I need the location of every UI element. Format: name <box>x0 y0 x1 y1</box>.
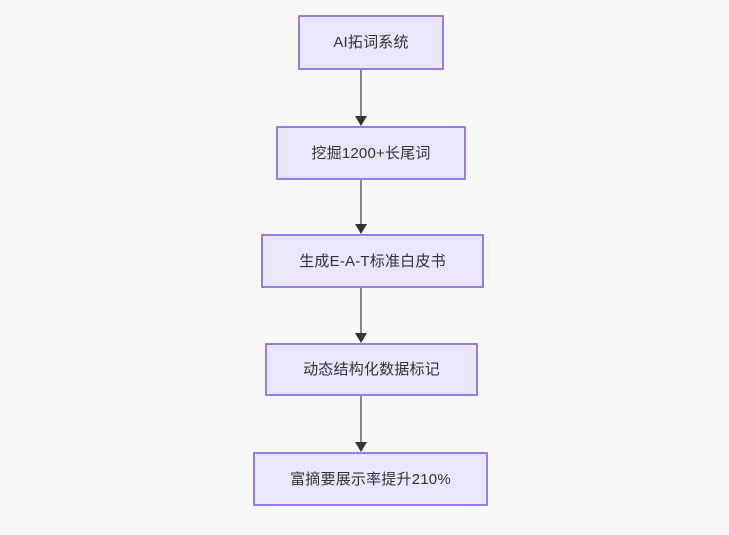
flowchart-node-label: 动态结构化数据标记 <box>303 361 440 378</box>
flowchart-node[interactable]: 动态结构化数据标记 <box>265 343 478 396</box>
flowchart-node-label: 挖掘1200+长尾词 <box>311 144 431 162</box>
connector-arrow <box>351 396 371 452</box>
arrowhead-icon <box>355 116 367 126</box>
flowchart-node[interactable]: 挖掘1200+长尾词 <box>276 126 466 180</box>
connector-arrow <box>351 288 371 343</box>
flowchart-node[interactable]: 富摘要展示率提升210% <box>253 452 488 506</box>
connector-arrow <box>351 70 371 126</box>
arrowhead-icon <box>355 224 367 234</box>
arrowhead-icon <box>355 442 367 452</box>
arrowhead-icon <box>355 333 367 343</box>
flowchart-node-label: 富摘要展示率提升210% <box>290 470 451 488</box>
flowchart-node-label: AI拓词系统 <box>333 34 409 51</box>
connector-arrow <box>351 180 371 234</box>
flowchart-node-label: 生成E-A-T标准白皮书 <box>299 252 446 270</box>
flowchart-node[interactable]: 生成E-A-T标准白皮书 <box>261 234 484 288</box>
flowchart-node[interactable]: AI拓词系统 <box>298 15 444 70</box>
